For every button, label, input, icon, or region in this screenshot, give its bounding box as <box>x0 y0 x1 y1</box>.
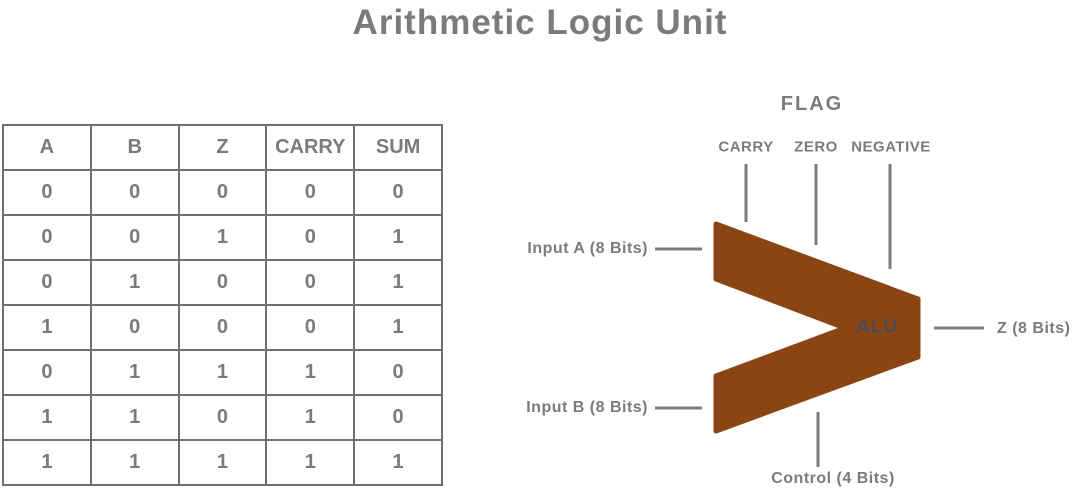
table-cell: 1 <box>89 439 180 486</box>
table-cell: 0 <box>177 169 268 216</box>
alu-label: ALU <box>855 316 899 338</box>
table-cell: 1 <box>353 259 443 306</box>
table-cell: 1 <box>2 439 92 486</box>
alu-shape <box>713 221 921 434</box>
table-cell: 1 <box>89 349 180 396</box>
table-header-sum: SUM <box>353 124 443 171</box>
table-cell: 0 <box>2 349 92 396</box>
flag-label-carry: CARRY <box>718 138 774 156</box>
table-cell: 0 <box>2 214 92 261</box>
table-cell: 1 <box>265 394 356 441</box>
table-cell: 1 <box>265 439 356 486</box>
table-cell: 0 <box>265 169 356 216</box>
table-cell: 1 <box>89 394 180 441</box>
flag-label-zero: ZERO <box>794 138 838 156</box>
table-cell: 1 <box>2 394 92 441</box>
table-cell: 1 <box>353 304 443 351</box>
table-cell: 0 <box>177 259 268 306</box>
table-cell: 1 <box>265 349 356 396</box>
table-cell: 0 <box>353 394 443 441</box>
table-cell: 0 <box>265 259 356 306</box>
page-title: Arithmetic Logic Unit <box>352 3 728 42</box>
table-header-a: A <box>2 124 92 171</box>
table-cell: 0 <box>177 394 268 441</box>
table-cell: 1 <box>177 214 268 261</box>
table-cell: 1 <box>353 439 443 486</box>
flag-label-negative: NEGATIVE <box>851 138 931 156</box>
table-cell: 1 <box>353 214 443 261</box>
flag-title: FLAG <box>780 93 844 115</box>
input-b-label: Input B (8 Bits) <box>526 399 648 416</box>
table-header-carry: CARRY <box>265 124 356 171</box>
table-cell: 1 <box>177 349 268 396</box>
table-cell: 0 <box>265 304 356 351</box>
table-header-b: B <box>89 124 180 171</box>
table-cell: 0 <box>353 349 443 396</box>
table-cell: 0 <box>2 259 92 306</box>
table-cell: 1 <box>89 259 180 306</box>
table-header-z: Z <box>177 124 268 171</box>
table-header-row: A B Z CARRY SUM <box>2 124 443 171</box>
control-label: Control (4 Bits) <box>771 470 895 487</box>
table-cell: 0 <box>177 304 268 351</box>
table-cell: 0 <box>2 169 92 216</box>
table-cell: 0 <box>265 214 356 261</box>
table-cell: 0 <box>89 304 180 351</box>
output-z-label: Z (8 Bits) <box>997 320 1071 337</box>
input-a-label: Input A (8 Bits) <box>527 240 648 257</box>
table-cell: 1 <box>2 304 92 351</box>
table-cell: 1 <box>177 439 268 486</box>
table-cell: 0 <box>89 214 180 261</box>
table-cell: 0 <box>353 169 443 216</box>
table-cell: 0 <box>89 169 180 216</box>
